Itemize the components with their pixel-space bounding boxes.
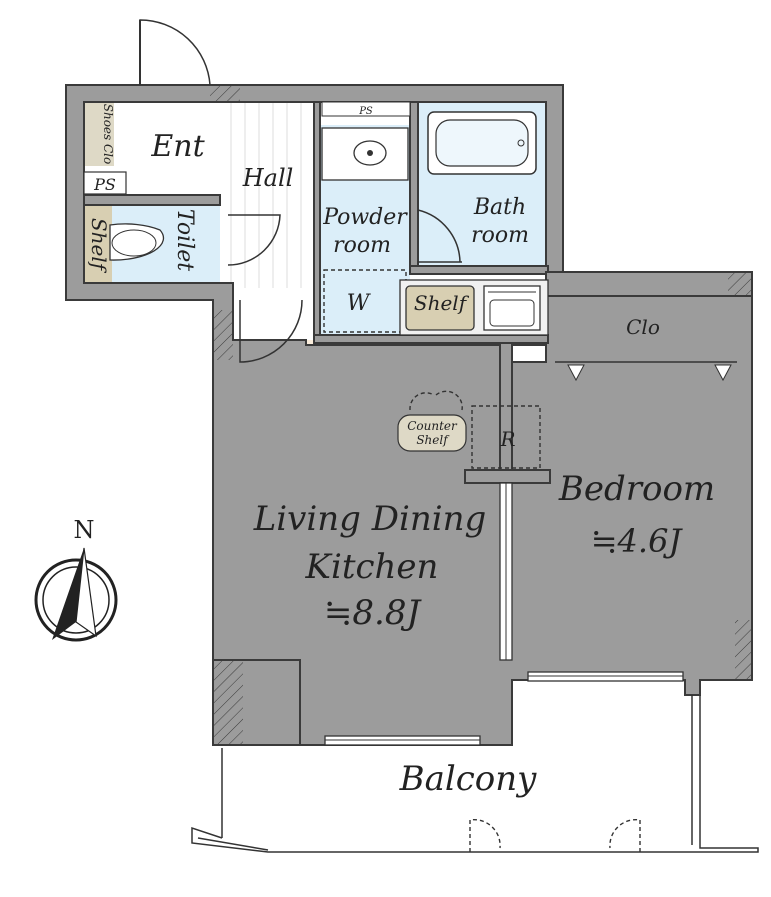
hall-floor xyxy=(224,102,314,288)
hall-label: Hall xyxy=(242,164,294,192)
ldk-door[interactable] xyxy=(239,299,303,363)
compass: N xyxy=(34,516,118,642)
wall-kitchen-bottom xyxy=(313,334,549,344)
wall-hall-powder xyxy=(313,101,321,346)
balcony-rail xyxy=(197,837,269,851)
closet-door-right[interactable] xyxy=(714,364,732,382)
wall-bath-bottom xyxy=(409,265,549,275)
toilet-door[interactable] xyxy=(227,214,281,266)
ldk-label-1: Living Dining xyxy=(253,499,487,539)
ps-small-box xyxy=(83,171,127,195)
refrigerator-space xyxy=(471,405,541,469)
toilet-label: Toilet xyxy=(172,209,197,271)
closet-label: Clo xyxy=(626,315,660,339)
entrance-label: Ent xyxy=(150,129,205,164)
balcony-outline xyxy=(191,695,759,853)
balcony-label: Balcony xyxy=(399,759,538,799)
wall-powder-bath xyxy=(409,101,419,267)
bath-room-label-1: Bath xyxy=(473,195,526,220)
powder-room-label-2: room xyxy=(333,233,391,258)
toilet-shelf-label: Shelf xyxy=(87,218,111,274)
wall-ldk-bedroom-upper xyxy=(499,342,513,484)
washer-label: W xyxy=(347,291,372,316)
wall-hatch-ldk xyxy=(213,310,233,360)
kitchen-sink xyxy=(483,285,541,331)
bedroom-sliding-door[interactable] xyxy=(499,482,513,661)
shoes-closet-floor xyxy=(84,102,114,166)
bedroom-window xyxy=(527,671,684,682)
ldk-size-label: ≒8.8J xyxy=(324,593,423,633)
balcony-storage-door-left[interactable] xyxy=(469,818,501,852)
ps-small-label: PS xyxy=(93,175,116,194)
bedroom-size-label: ≒4.6J xyxy=(591,522,684,560)
toilet-shelf-floor xyxy=(84,205,112,283)
wall-hatch-top xyxy=(210,85,240,102)
wall-bedroom-top xyxy=(545,271,753,297)
balcony-storage-door-right[interactable] xyxy=(609,818,641,852)
counter-shelf xyxy=(397,414,467,452)
ldk-window xyxy=(324,735,481,746)
bedroom-label: Bedroom xyxy=(558,469,715,509)
entrance-door[interactable] xyxy=(139,19,211,86)
ldk-label-2: Kitchen xyxy=(305,547,439,587)
refrigerator-label: R xyxy=(499,427,515,451)
shoes-closet-label: Shoes Clo xyxy=(101,104,115,165)
entrance-floor xyxy=(132,102,222,195)
ps-top-box xyxy=(321,101,411,117)
wall-hatch-right xyxy=(728,272,752,296)
wall-refrigerator xyxy=(464,469,551,484)
counter-shelf-label-1: Counter xyxy=(407,419,458,433)
north-label: N xyxy=(74,516,95,544)
kitchen-shelf xyxy=(405,285,475,331)
washbasin xyxy=(321,127,409,181)
bath-door[interactable] xyxy=(417,209,462,263)
wall-hatch-left xyxy=(213,660,243,745)
bath-room-label-2: room xyxy=(471,223,529,248)
closet-door-left[interactable] xyxy=(567,364,585,382)
ps-top-label: PS xyxy=(358,106,373,117)
wall-hatch-right2 xyxy=(735,620,752,680)
kitchen-shelf-label: Shelf xyxy=(414,291,470,315)
counter-shelf-label-2: Shelf xyxy=(416,433,450,447)
counter-shelf-doors xyxy=(409,390,463,411)
wall-ent-toilet xyxy=(83,194,221,206)
powder-room-label-1: Powder xyxy=(322,205,408,230)
toilet-bowl xyxy=(109,223,165,261)
